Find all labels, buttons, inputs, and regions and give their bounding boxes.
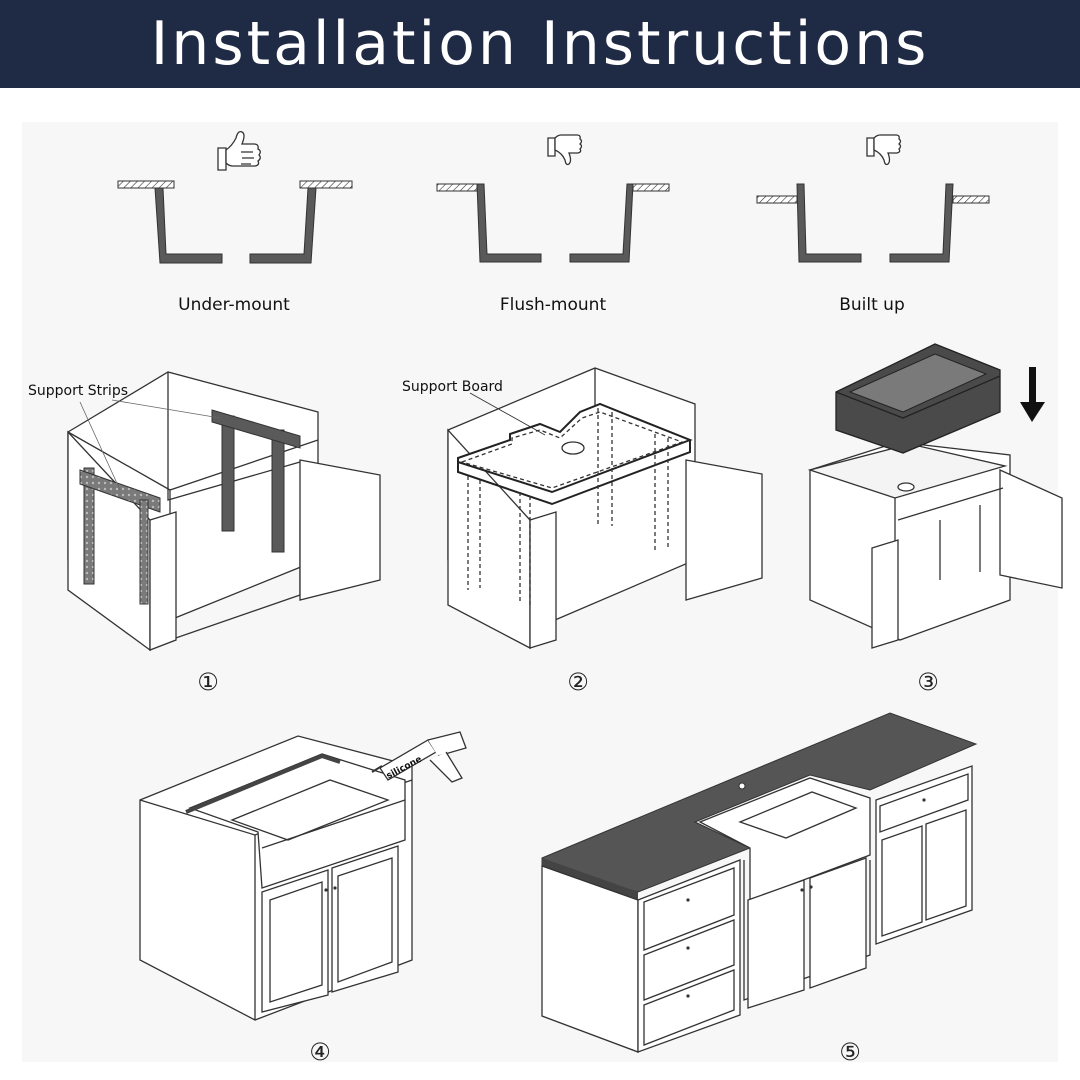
- built-up-profile: [756, 183, 990, 263]
- farmhouse-sink: [835, 343, 1001, 454]
- under-mount-profile: [117, 180, 353, 264]
- flush-mount-profile: [436, 183, 670, 263]
- step-number-3: ③: [917, 668, 939, 696]
- thumbs-up-icon: [217, 130, 261, 171]
- step-number-4: ④: [309, 1038, 331, 1066]
- step1-cabinet: [67, 371, 381, 652]
- thumbs-down-icon: [547, 134, 583, 166]
- mount-label-builtup: Built up: [839, 295, 905, 315]
- support-strips-callout: Support Strips: [28, 383, 128, 399]
- step-number-1: ①: [197, 668, 219, 696]
- page-title: Installation Instructions: [150, 9, 930, 79]
- mount-label-flush: Flush-mount: [500, 295, 607, 315]
- step-number-2: ②: [567, 668, 589, 696]
- mount-label-under: Under-mount: [178, 295, 290, 315]
- arrow-down-icon: [1020, 367, 1045, 422]
- step-number-5: ⑤: [839, 1038, 861, 1066]
- silicone-gun-icon: [371, 731, 467, 783]
- support-board-callout: Support Board: [402, 379, 503, 395]
- step2-cabinet: [447, 367, 763, 650]
- header-bar: Installation Instructions: [0, 0, 1080, 88]
- thumbs-down-icon: [866, 134, 902, 166]
- step3-cabinet: [807, 343, 1063, 649]
- step5-kitchen-counter: [541, 712, 978, 1053]
- step4-cabinet: [139, 731, 467, 1021]
